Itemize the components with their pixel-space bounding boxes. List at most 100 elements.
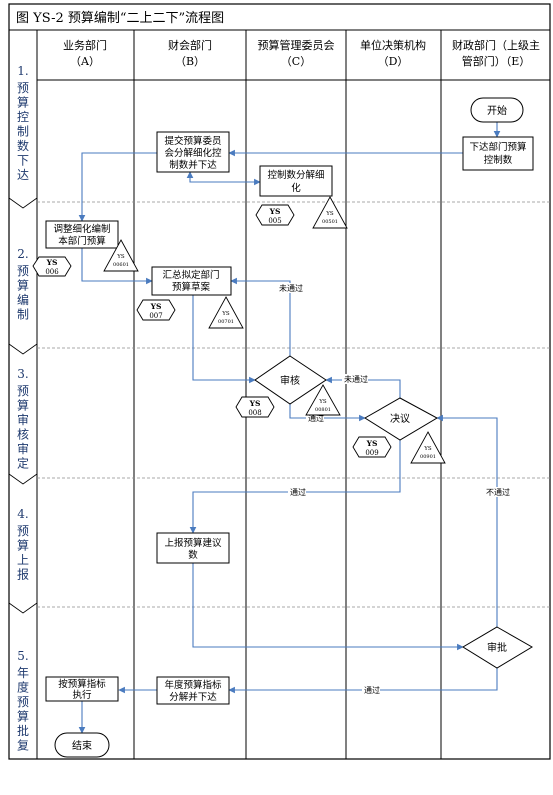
svg-text:（A）: （A）	[70, 55, 100, 68]
control-tag-00601: YS 00601	[103, 239, 139, 272]
phase-char: 年	[17, 666, 29, 680]
svg-text:预算上报: 预算上报	[17, 524, 29, 582]
phase-char: 批	[17, 723, 29, 738]
svg-text:008: 008	[248, 409, 261, 417]
phase-char: 制	[17, 308, 29, 322]
svg-text:预算控制数下达: 预算控制数下达	[17, 81, 29, 182]
control-tag-00701: YS 00701	[208, 296, 244, 329]
svg-text:006: 006	[45, 268, 59, 276]
svg-text:年度预算指标: 年度预算指标	[164, 679, 222, 691]
risk-tag-ys009: YS 009	[352, 436, 392, 458]
phase-label-1: 1. 预算控制数下达	[17, 64, 29, 182]
edge-label-passed-2: 通过	[290, 487, 306, 497]
phase-char: 达	[17, 168, 29, 182]
phase-char: 预	[17, 695, 29, 709]
phase-label-4: 4. 预算上报	[17, 507, 29, 582]
svg-text:数: 数	[188, 549, 198, 561]
phase-char: 核	[17, 428, 29, 442]
phase-label-3: 3. 预算审核审定	[17, 367, 29, 471]
phase-label-5: 5. 年度预算批复	[17, 649, 29, 753]
svg-text:5.: 5.	[17, 649, 28, 663]
phase-char: 制	[17, 125, 29, 139]
annual-split-node: 年度预算指标 分解并下达	[156, 676, 230, 705]
svg-text:（C）: （C）	[281, 55, 311, 68]
phase-char: 定	[17, 456, 29, 471]
svg-text:控制数分解细: 控制数分解细	[267, 169, 324, 181]
svg-text:4.: 4.	[17, 507, 28, 521]
svg-text:009: 009	[365, 449, 378, 457]
svg-text:本部门预算: 本部门预算	[58, 235, 106, 247]
column-header-b: 财会部门 （B）	[168, 38, 212, 68]
svg-text:化: 化	[291, 182, 301, 194]
control-tag-00501: YS 00501	[312, 196, 348, 229]
svg-text:YS: YS	[423, 446, 432, 452]
svg-text:调整细化编制: 调整细化编制	[53, 223, 110, 235]
edge-label-not-passed-1: 未通过	[279, 283, 303, 293]
phase-char: 预	[17, 264, 29, 278]
svg-text:分解并下达: 分解并下达	[169, 691, 217, 703]
end-node: 结束	[54, 732, 110, 758]
risk-tag-ys006: YS 006	[32, 256, 72, 277]
edge-label-passed-3: 通过	[364, 685, 380, 695]
edge-label-passed-1: 通过	[308, 413, 324, 423]
svg-text:YS: YS	[150, 302, 162, 311]
column-header-c: 预算管理委员会 （C）	[258, 38, 335, 68]
svg-text:会分解细化控: 会分解细化控	[164, 147, 222, 159]
phase-char: 算	[17, 95, 29, 110]
phase-char: 下	[17, 154, 29, 168]
svg-text:（D）: （D）	[378, 55, 409, 68]
svg-text:预算草案: 预算草案	[172, 281, 211, 293]
svg-text:00601: 00601	[113, 262, 129, 268]
svg-text:YS: YS	[46, 258, 58, 267]
svg-text:YS: YS	[221, 311, 230, 317]
risk-tag-ys008: YS 008	[235, 396, 275, 418]
review-decision: 审核	[254, 355, 327, 405]
svg-text:年度预算批复: 年度预算批复	[17, 666, 29, 753]
svg-text:管部门）（E）: 管部门）（E）	[462, 54, 531, 68]
svg-text:00801: 00801	[315, 407, 331, 413]
svg-text:YS: YS	[116, 254, 125, 260]
report-proposal-node: 上报预算建议 数	[156, 532, 230, 564]
control-tag-00901: YS 00901	[410, 431, 446, 464]
edge-label-not-passed-2: 未通过	[344, 374, 368, 384]
phase-char: 编	[17, 292, 29, 307]
issue-control-node: 下达部门预算 控制数	[462, 136, 534, 171]
svg-text:提交预算委员: 提交预算委员	[164, 135, 221, 147]
phase-char: 算	[17, 278, 29, 293]
control-tag-00801: YS 00801	[305, 384, 341, 416]
execute-node: 按预算指标 执行	[45, 676, 119, 702]
phase-char: 算	[17, 709, 29, 724]
svg-text:YS: YS	[325, 211, 334, 217]
svg-text:YS: YS	[366, 439, 378, 448]
diagram-title: 图 YS-2 预算编制“二上二下”流程图	[16, 11, 224, 26]
control-refine-node: 控制数分解细 化	[259, 165, 333, 197]
phase-char: 控	[17, 110, 29, 124]
svg-text:决议: 决议	[390, 413, 410, 425]
edge-label-not-passed-3: 不通过	[486, 487, 510, 497]
phase-char: 报	[17, 567, 29, 582]
svg-text:控制数: 控制数	[484, 154, 513, 166]
phase-char: 算	[17, 398, 29, 413]
svg-text:005: 005	[268, 217, 281, 225]
column-header-a: 业务部门 （A）	[63, 38, 107, 68]
svg-text:YS: YS	[318, 399, 327, 405]
risk-tag-ys005: YS 005	[255, 204, 295, 226]
phase-char: 上	[17, 553, 29, 567]
svg-text:审核: 审核	[280, 374, 300, 387]
svg-text:（B）: （B）	[175, 55, 205, 68]
phase-char: 预	[17, 524, 29, 538]
svg-text:单位决策机构: 单位决策机构	[360, 38, 426, 52]
svg-text:00501: 00501	[322, 219, 338, 225]
column-header-e: 财政部门（上级主 管部门）（E）	[452, 38, 540, 68]
risk-tag-ys007: YS 007	[136, 299, 176, 321]
phase-char: 审	[17, 441, 29, 456]
svg-text:预算审核审定: 预算审核审定	[17, 384, 29, 471]
start-node: 开始	[470, 97, 524, 123]
svg-text:下达部门预算: 下达部门预算	[469, 141, 526, 153]
svg-text:上报预算建议: 上报预算建议	[164, 537, 222, 549]
adjust-refine-node: 调整细化编制 本部门预算	[45, 220, 119, 249]
summary-draft-node: 汇总拟定部门 预算草案	[151, 266, 232, 296]
diagram-frame	[8, 3, 551, 760]
phase-char: 数	[17, 138, 29, 153]
